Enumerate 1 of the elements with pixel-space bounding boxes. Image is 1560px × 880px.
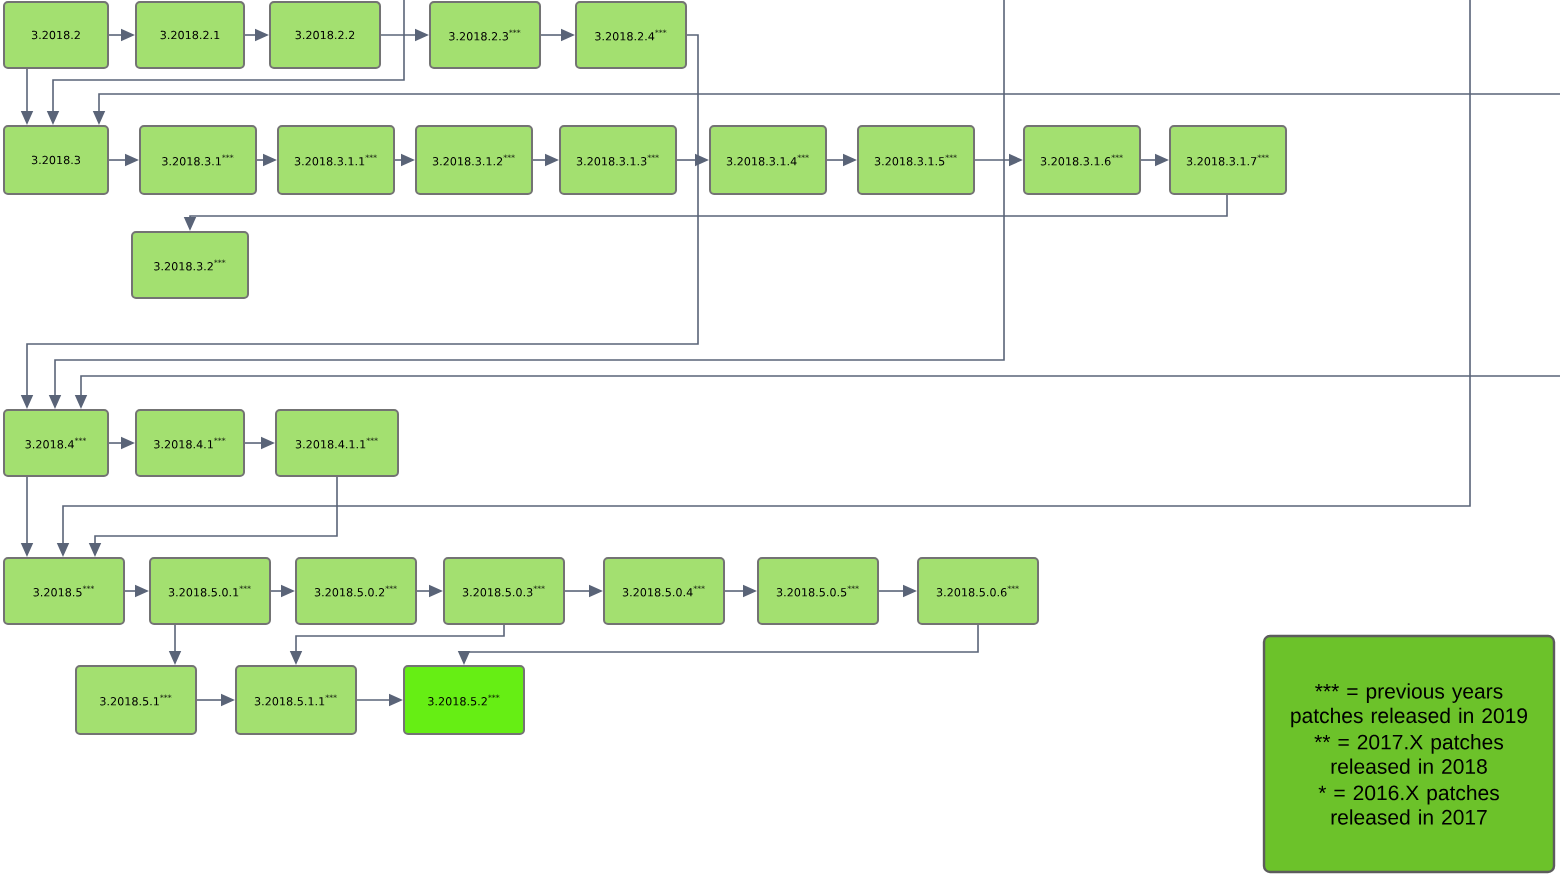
legend-box: *** = previous years patches released in 2019 ** = 2017.X patches released in 2018 * = 2016.X patches released in 2017 bbox=[1262, 634, 1556, 874]
